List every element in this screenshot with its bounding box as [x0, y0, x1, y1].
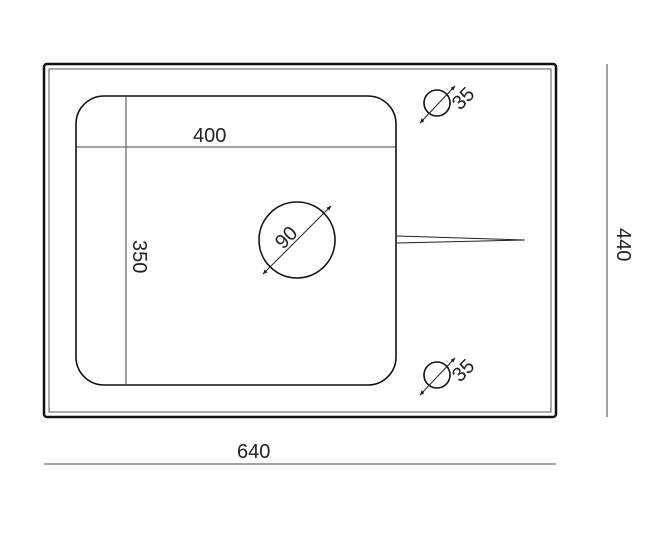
bowl-depth-label: 350: [128, 240, 150, 273]
tap-hole-top: [423, 89, 451, 117]
tap-hole-bottom-diameter-line: [419, 357, 456, 396]
sink-inner-edge: [48, 68, 552, 413]
sink-outer-outline: [42, 62, 558, 419]
drain-diameter-line: [262, 205, 332, 275]
overall-width-label: 640: [237, 441, 270, 463]
bowl-outline: [75, 95, 397, 386]
drain-diameter-label: 90: [271, 222, 302, 253]
bowl-width-label: 400: [193, 125, 226, 147]
drain-hole: [258, 201, 336, 279]
drainer-groove: [396, 235, 526, 244]
tap-hole-top-diameter-line: [419, 85, 456, 124]
tap-hole-bottom: [423, 361, 451, 389]
overall-depth-label: 440: [612, 228, 634, 261]
